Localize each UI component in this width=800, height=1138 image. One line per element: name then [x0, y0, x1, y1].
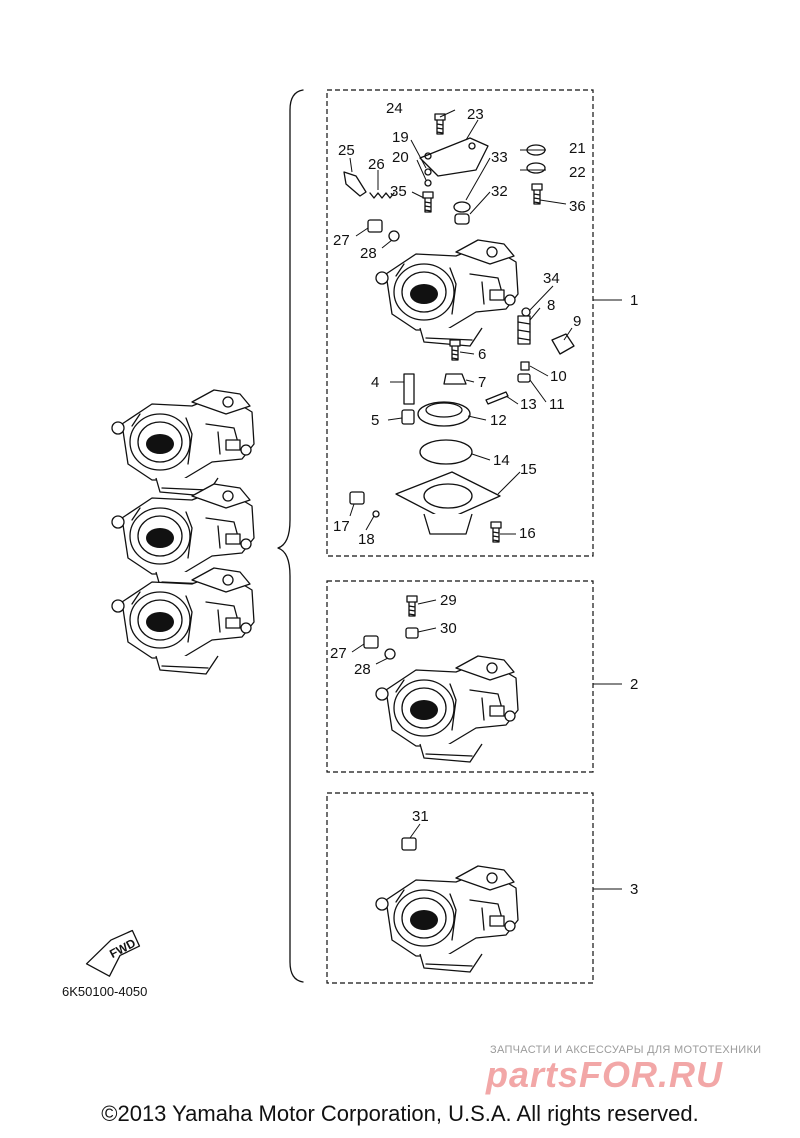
callout-35: 35: [390, 183, 407, 200]
callout-12: 12: [490, 412, 507, 429]
callout-28-group-2: 28: [354, 661, 371, 678]
group-number-2: 2: [630, 676, 638, 693]
callout-9: 9: [573, 313, 581, 330]
callout-23: 23: [467, 106, 484, 123]
callout-13: 13: [520, 396, 537, 413]
callout-20: 20: [392, 149, 409, 166]
group-1-box: [326, 89, 594, 557]
callout-27: 27: [333, 232, 350, 249]
watermark-logo: partsFOR.RU: [486, 1054, 724, 1095]
callout-21: 21: [569, 140, 586, 157]
callout-26: 26: [368, 156, 385, 173]
group-2-parts: 29 30 27 28: [330, 592, 519, 763]
group-number-1: 1: [630, 292, 638, 309]
callout-14: 14: [493, 452, 510, 469]
callout-15: 15: [520, 461, 537, 478]
callout-24: 24: [386, 100, 403, 117]
group-3-box: [326, 792, 594, 984]
callout-30: 30: [440, 620, 457, 637]
group-2-box: [326, 580, 594, 773]
callout-22: 22: [569, 164, 586, 181]
fwd-arrow-icon: FWD: [85, 929, 141, 977]
callout-27-group-2: 27: [330, 645, 347, 662]
callout-17: 17: [333, 518, 350, 535]
callout-28: 28: [360, 245, 377, 262]
watermark-caption: ЗАПЧАСТИ И АКСЕССУАРЫ ДЛЯ МОТОТЕХНИКИ: [490, 1044, 762, 1056]
callout-25: 25: [338, 142, 355, 159]
callout-6: 6: [478, 346, 486, 363]
callout-34: 34: [543, 270, 560, 287]
callout-32: 32: [491, 183, 508, 200]
group-3-parts: 31: [375, 808, 519, 973]
callout-5: 5: [371, 412, 379, 429]
callout-11: 11: [549, 396, 565, 413]
callout-36: 36: [569, 198, 586, 215]
callout-10: 10: [550, 368, 567, 385]
part-code: 6K50100-4050: [62, 984, 148, 999]
callout-16: 16: [519, 525, 536, 542]
stacked-carburetor-assembly: [111, 389, 255, 675]
callout-8: 8: [547, 297, 555, 314]
callout-4: 4: [371, 374, 379, 391]
group-brace: [277, 89, 304, 983]
callout-18: 18: [358, 531, 375, 548]
callout-31: 31: [412, 808, 429, 825]
group-number-3: 3: [630, 881, 638, 898]
callout-33: 33: [491, 149, 508, 166]
copyright-notice: ©2013 Yamaha Motor Corporation, U.S.A. A…: [101, 1101, 699, 1126]
callout-29: 29: [440, 592, 457, 609]
callout-19: 19: [392, 129, 409, 146]
group-1-parts: 24 23 19 20 25 26 35 33 32 21 22 36 27 2…: [333, 100, 586, 548]
callout-7: 7: [478, 374, 486, 391]
